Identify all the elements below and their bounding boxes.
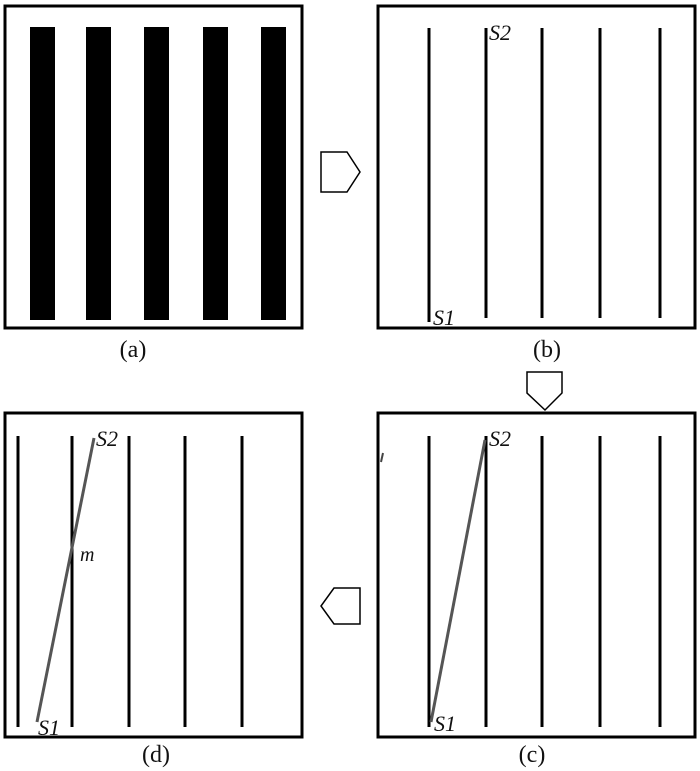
point-s2-label: S2 [489,20,511,45]
caption-a: (a) [120,337,147,363]
panel-b: S2 S1 (b) [376,4,697,363]
stripe-2 [86,27,111,320]
stray-mark [380,452,384,463]
stripe-5 [261,27,286,320]
point-s1-label: S1 [38,715,60,740]
panel-c: S2 S1 (c) [376,411,697,768]
caption-d: (d) [142,742,170,768]
connecting-diagonal [429,439,487,723]
arrow-right-icon [320,151,361,193]
arrow-down-icon [526,371,563,412]
caption-b: (b) [533,337,561,363]
panel-d: S2 m S1 (d) [3,411,304,768]
panel-b-frame [376,4,697,330]
intersection-m-label: m [80,544,94,566]
connecting-diagonal [35,437,96,723]
panel-a: (a) [3,4,304,363]
panel-c-frame [376,411,697,739]
point-s2-label: S2 [96,426,118,451]
point-s1-label: S1 [433,305,455,330]
caption-c: (c) [519,742,546,768]
stripe-1 [30,27,55,320]
panel-a-frame [3,4,304,330]
point-s2-label: S2 [489,426,511,451]
panel-d-frame [3,411,304,739]
point-s1-label: S1 [434,711,456,736]
stripe-4 [203,27,228,320]
stripe-3 [144,27,169,320]
arrow-left-icon [320,587,361,625]
